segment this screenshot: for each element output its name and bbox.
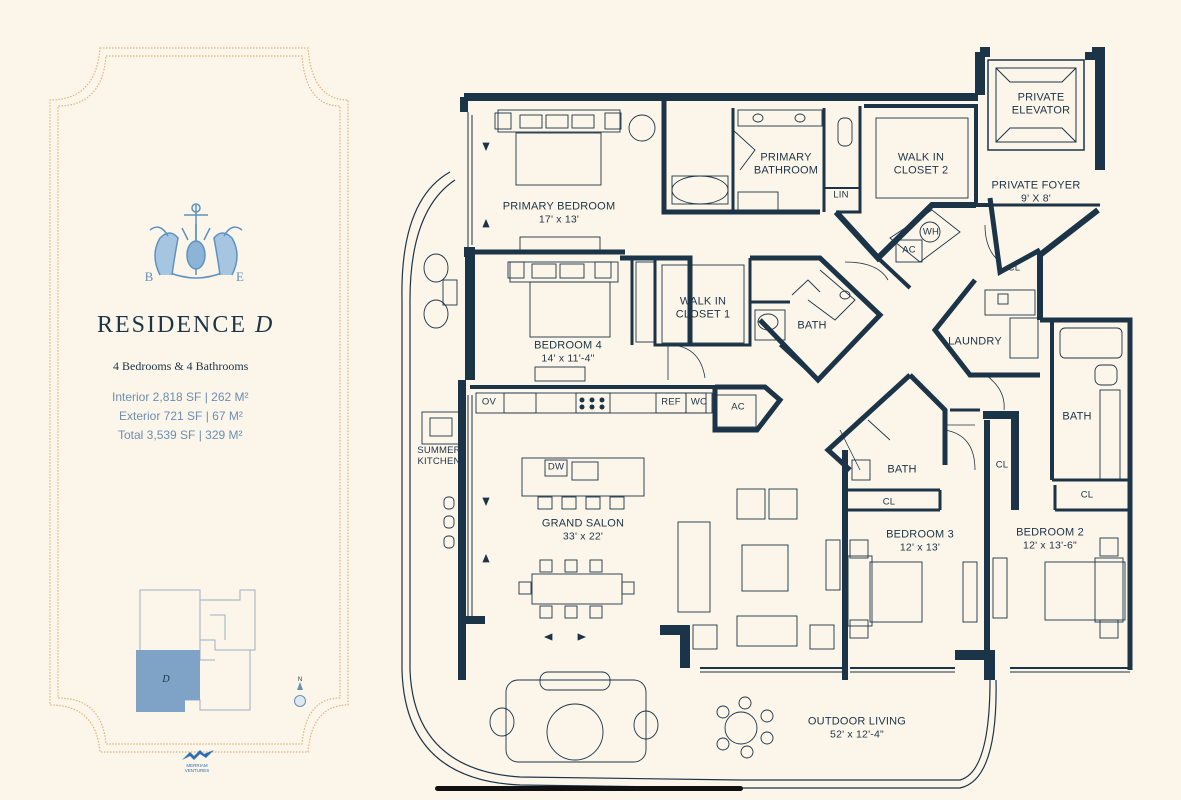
compass-icon xyxy=(294,682,306,707)
crest-letter-left: B xyxy=(145,269,154,284)
appliance-dishwasher: DW xyxy=(547,461,565,473)
room-name: BEDROOM 4 xyxy=(534,339,602,352)
room-dimension: 17' x 13' xyxy=(538,213,580,226)
room-name-line2: ELEVATOR xyxy=(1011,104,1071,116)
room-dimension: 12' x 13' xyxy=(899,541,941,554)
room-name-line2: CLOSET 2 xyxy=(893,164,949,176)
room-bath-right: BATH xyxy=(1062,410,1092,423)
appliance-wine-cooler: WC xyxy=(690,396,708,408)
residence-title: RESIDENCE D xyxy=(97,312,274,339)
room-dimension: 9' X 8' xyxy=(1021,192,1051,205)
room-name: BEDROOM 3 xyxy=(886,528,954,541)
appliance-refrigerator: REF xyxy=(661,396,681,408)
crest-letter-right: E xyxy=(236,269,244,284)
key-plan-unit-label: D xyxy=(161,674,170,685)
developer-name-line2: VENTURES xyxy=(185,768,210,773)
room-dimension: 52' x 12'-4" xyxy=(830,728,884,741)
developer-name-line1: MERRIAM xyxy=(186,763,208,768)
developer-logo-icon xyxy=(182,750,214,760)
interior-area: Interior 2,818 SF | 262 M² xyxy=(112,390,249,404)
crest-herons-pineapple-icon xyxy=(149,203,243,279)
furniture xyxy=(421,109,1126,763)
room-laundry: LAUNDRY xyxy=(948,335,1002,348)
room-name: PRIMARY BEDROOM xyxy=(502,200,616,213)
room-name: GRAND SALON xyxy=(541,517,625,530)
appliance-oven: OV xyxy=(481,396,497,408)
room-name: OUTDOOR LIVING xyxy=(807,715,907,728)
room-name: WALK IN xyxy=(897,151,945,164)
closet-foyer: CL xyxy=(1007,262,1021,274)
room-name: PRIVATE FOYER xyxy=(991,179,1081,192)
exterior-area: Exterior 721 SF | 67 M² xyxy=(119,409,243,423)
key-plan-unit-highlight xyxy=(136,650,200,712)
room-dimension: 33' x 22' xyxy=(562,530,604,543)
closet-bedroom-2: CL xyxy=(1080,489,1094,501)
glass-walls xyxy=(467,112,1130,673)
room-name: BEDROOM 2 xyxy=(1016,526,1084,539)
area-stats: Interior 2,818 SF | 262 M² Exterior 721 … xyxy=(112,388,249,445)
ac-closet-2: AC xyxy=(731,401,745,413)
room-name-line2: KITCHEN xyxy=(417,456,461,467)
closet-bedroom-2-side: CL xyxy=(995,459,1009,471)
residence-title-unit: D xyxy=(255,312,275,338)
room-linen: LIN xyxy=(833,189,849,201)
room-name: PRIVATE xyxy=(1017,91,1065,104)
home-indicator xyxy=(435,786,743,791)
room-name: PRIMARY xyxy=(760,151,812,164)
total-area: Total 3,539 SF | 329 M² xyxy=(118,428,243,442)
room-dimension: 12' x 13'-6" xyxy=(1023,539,1077,552)
balcony-railing xyxy=(401,171,997,789)
room-name-line2: BATHROOM xyxy=(753,164,819,176)
ac-closet-1: AC xyxy=(902,244,916,256)
room-name-line2: CLOSET 1 xyxy=(675,308,731,320)
closet-bedroom-3: CL xyxy=(882,496,896,508)
residence-subtitle: 4 Bedrooms & 4 Bathrooms xyxy=(113,359,249,373)
water-heater: WH xyxy=(922,226,940,238)
room-name: WALK IN xyxy=(679,295,727,308)
arrow-icons xyxy=(482,142,587,641)
compass-label: N xyxy=(298,677,302,683)
decorative-frame xyxy=(49,47,349,753)
kitchen-cooktop-icon xyxy=(579,397,605,410)
room-dimension: 14' x 11'-4" xyxy=(541,352,595,365)
door-swings xyxy=(667,224,1005,471)
residence-title-prefix: RESIDENCE xyxy=(97,312,247,338)
room-bath-3: BATH xyxy=(887,463,917,476)
room-name: SUMMER xyxy=(417,445,461,457)
interior-walls xyxy=(458,47,1133,680)
room-bath-center: BATH xyxy=(797,319,827,332)
